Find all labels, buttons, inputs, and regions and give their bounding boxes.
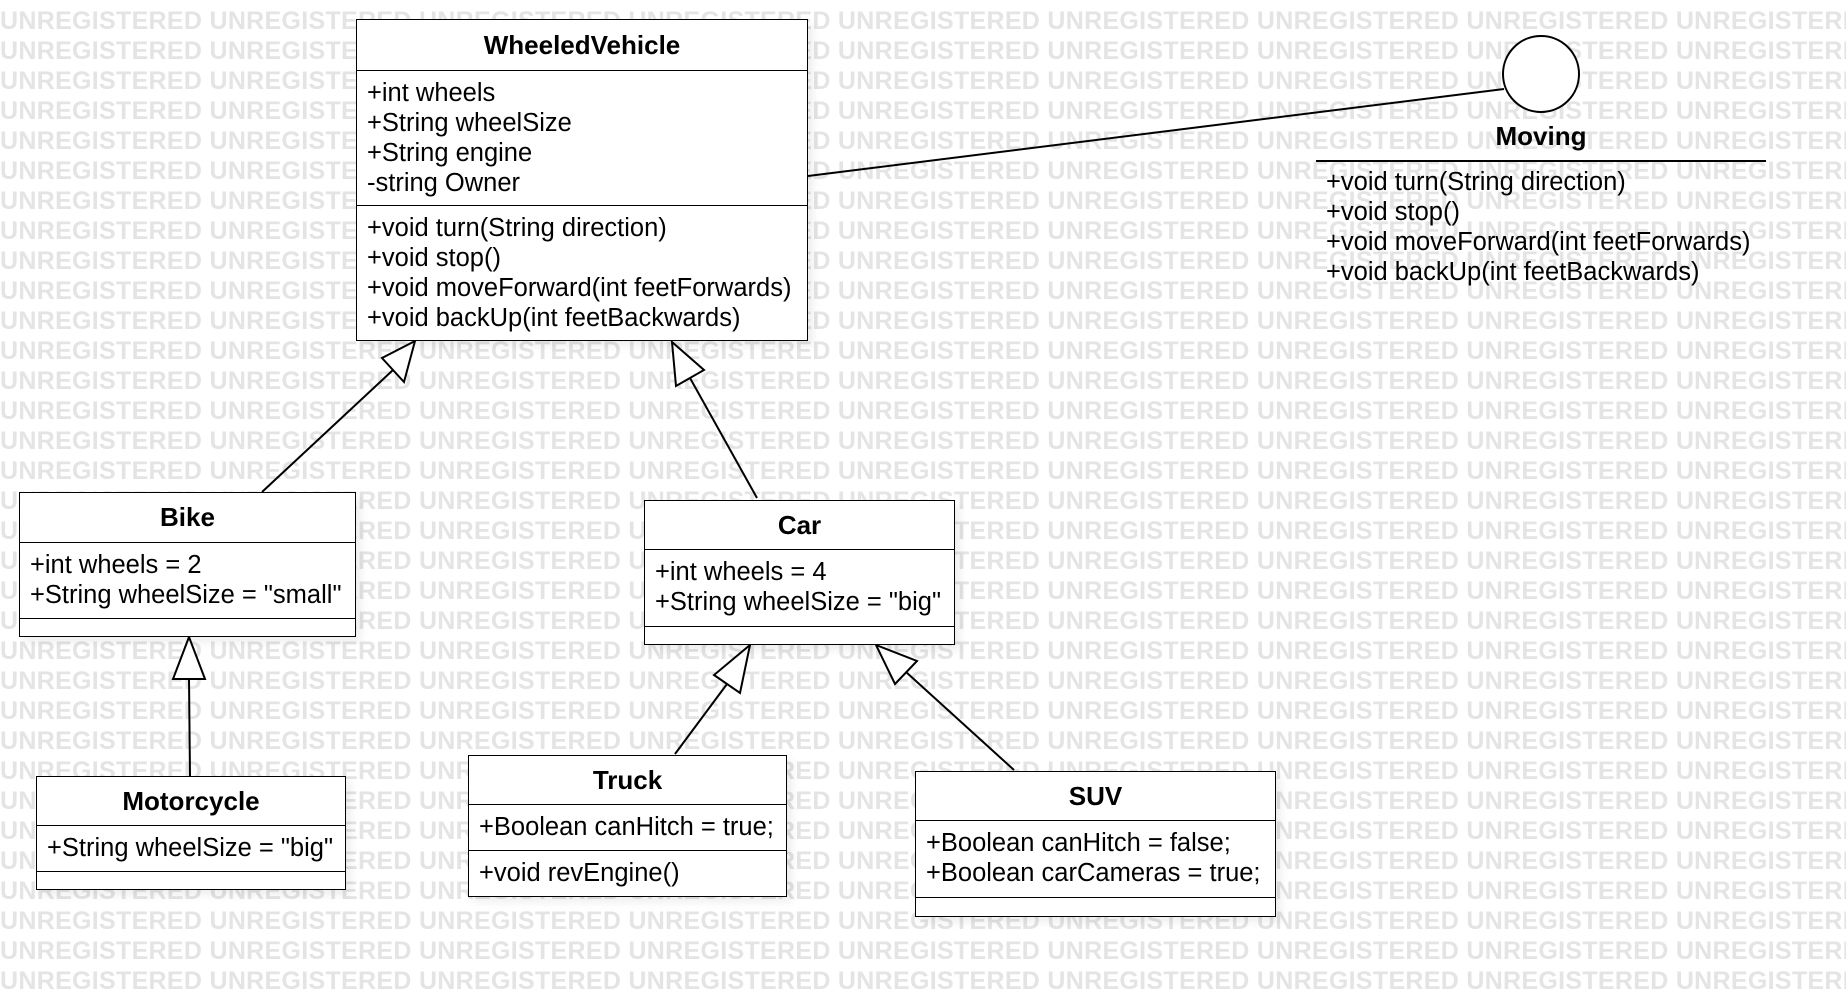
watermark-line: UNREGISTERED UNREGISTERED UNREGISTERED U… bbox=[0, 277, 1846, 305]
watermark-line: UNREGISTERED UNREGISTERED UNREGISTERED U… bbox=[0, 397, 1846, 425]
watermark-line: UNREGISTERED UNREGISTERED UNREGISTERED U… bbox=[0, 7, 1846, 35]
watermark-line: UNREGISTERED UNREGISTERED UNREGISTERED U… bbox=[0, 307, 1846, 335]
moving-interface-circle bbox=[1502, 35, 1580, 113]
watermark-line: UNREGISTERED UNREGISTERED UNREGISTERED U… bbox=[0, 337, 1846, 365]
operation: +void revEngine() bbox=[479, 859, 680, 887]
watermark-line: UNREGISTERED UNREGISTERED UNREGISTERED U… bbox=[0, 217, 1846, 245]
generalization-truck-car bbox=[674, 683, 728, 755]
class-bike[interactable]: Bike +int wheels = 2 +String wheelSize =… bbox=[19, 492, 356, 637]
attribute: +int wheels bbox=[367, 79, 496, 107]
attribute: +String engine bbox=[367, 139, 533, 167]
operations-section: +void turn(String direction) +void stop(… bbox=[357, 206, 807, 340]
operation: +void backUp(int feetBackwards) bbox=[367, 304, 741, 332]
generalization-arrowhead bbox=[712, 642, 752, 695]
attributes-section: +Boolean canHitch = false; +Boolean carC… bbox=[916, 821, 1275, 898]
generalization-arrowhead bbox=[873, 643, 919, 686]
watermark-line: UNREGISTERED UNREGISTERED UNREGISTERED U… bbox=[0, 727, 1846, 755]
watermark-line: UNREGISTERED UNREGISTERED UNREGISTERED U… bbox=[0, 967, 1846, 995]
operation: +void moveForward(int feetForwards) bbox=[1326, 228, 1751, 256]
class-name: Truck bbox=[469, 756, 786, 805]
attribute: +Boolean carCameras = true; bbox=[926, 859, 1261, 887]
interface-operations: +void turn(String direction) +void stop(… bbox=[1326, 167, 1750, 287]
class-name: Motorcycle bbox=[37, 777, 345, 826]
generalization-bike-wheeledvehicle bbox=[261, 369, 394, 493]
operation: +void turn(String direction) bbox=[1326, 168, 1626, 196]
operations-section: +void revEngine() bbox=[469, 851, 786, 895]
class-suv[interactable]: SUV +Boolean canHitch = false; +Boolean … bbox=[915, 771, 1276, 917]
attributes-section: +int wheels = 4 +String wheelSize = "big… bbox=[645, 550, 954, 627]
attribute: +String wheelSize = "big" bbox=[655, 588, 942, 616]
generalization-suv-car bbox=[905, 671, 1015, 771]
attribute: +Boolean canHitch = false; bbox=[926, 829, 1231, 857]
generalization-car-wheeledvehicle bbox=[689, 377, 758, 499]
attribute: -string Owner bbox=[367, 169, 521, 197]
watermark-line: UNREGISTERED UNREGISTERED UNREGISTERED U… bbox=[0, 937, 1846, 965]
operation: +void stop() bbox=[1326, 198, 1460, 226]
class-wheeledvehicle[interactable]: WheeledVehicle +int wheels +String wheel… bbox=[356, 19, 808, 341]
operation: +void turn(String direction) bbox=[367, 214, 667, 242]
attributes-section: +int wheels +String wheelSize +String en… bbox=[357, 71, 807, 206]
attribute: +String wheelSize bbox=[367, 109, 572, 137]
attributes-section: +int wheels = 2 +String wheelSize = "sma… bbox=[20, 543, 355, 619]
attribute: +Boolean canHitch = true; bbox=[479, 813, 774, 841]
realization-wheeledvehicle-moving bbox=[807, 88, 1505, 177]
class-name: WheeledVehicle bbox=[357, 20, 807, 71]
generalization-arrowhead bbox=[171, 634, 207, 680]
class-truck[interactable]: Truck +Boolean canHitch = true; +void re… bbox=[468, 755, 787, 897]
class-name: Car bbox=[645, 501, 954, 550]
watermark-line: UNREGISTERED UNREGISTERED UNREGISTERED U… bbox=[0, 247, 1846, 275]
operation: +void stop() bbox=[367, 244, 501, 272]
operation: +void backUp(int feetBackwards) bbox=[1326, 258, 1700, 286]
watermark-line: UNREGISTERED UNREGISTERED UNREGISTERED U… bbox=[0, 667, 1846, 695]
generalization-arrowhead bbox=[670, 339, 706, 388]
class-car[interactable]: Car +int wheels = 4 +String wheelSize = … bbox=[644, 500, 955, 645]
attribute: +String wheelSize = "big" bbox=[47, 834, 334, 862]
class-name: SUV bbox=[916, 772, 1275, 821]
watermark-line: UNREGISTERED UNREGISTERED UNREGISTERED U… bbox=[0, 367, 1846, 395]
attributes-section: +Boolean canHitch = true; bbox=[469, 805, 786, 851]
watermark-line: UNREGISTERED UNREGISTERED UNREGISTERED U… bbox=[0, 127, 1846, 155]
watermark-line: UNREGISTERED UNREGISTERED UNREGISTERED U… bbox=[0, 187, 1846, 215]
generalization-arrowhead bbox=[380, 339, 417, 385]
class-name: Bike bbox=[20, 493, 355, 543]
interface-name[interactable]: Moving bbox=[1495, 121, 1587, 151]
attributes-section: +String wheelSize = "big" bbox=[37, 826, 345, 872]
attribute: +int wheels = 2 bbox=[30, 551, 202, 579]
attribute: +String wheelSize = "small" bbox=[30, 581, 342, 609]
watermark-line: UNREGISTERED UNREGISTERED UNREGISTERED U… bbox=[0, 697, 1846, 725]
attribute: +int wheels = 4 bbox=[655, 558, 827, 586]
generalization-motorcycle-bike bbox=[188, 678, 191, 777]
watermark-line: UNREGISTERED UNREGISTERED UNREGISTERED U… bbox=[0, 457, 1846, 485]
operation: +void moveForward(int feetForwards) bbox=[367, 274, 792, 302]
class-motorcycle[interactable]: Motorcycle +String wheelSize = "big" bbox=[36, 776, 346, 890]
